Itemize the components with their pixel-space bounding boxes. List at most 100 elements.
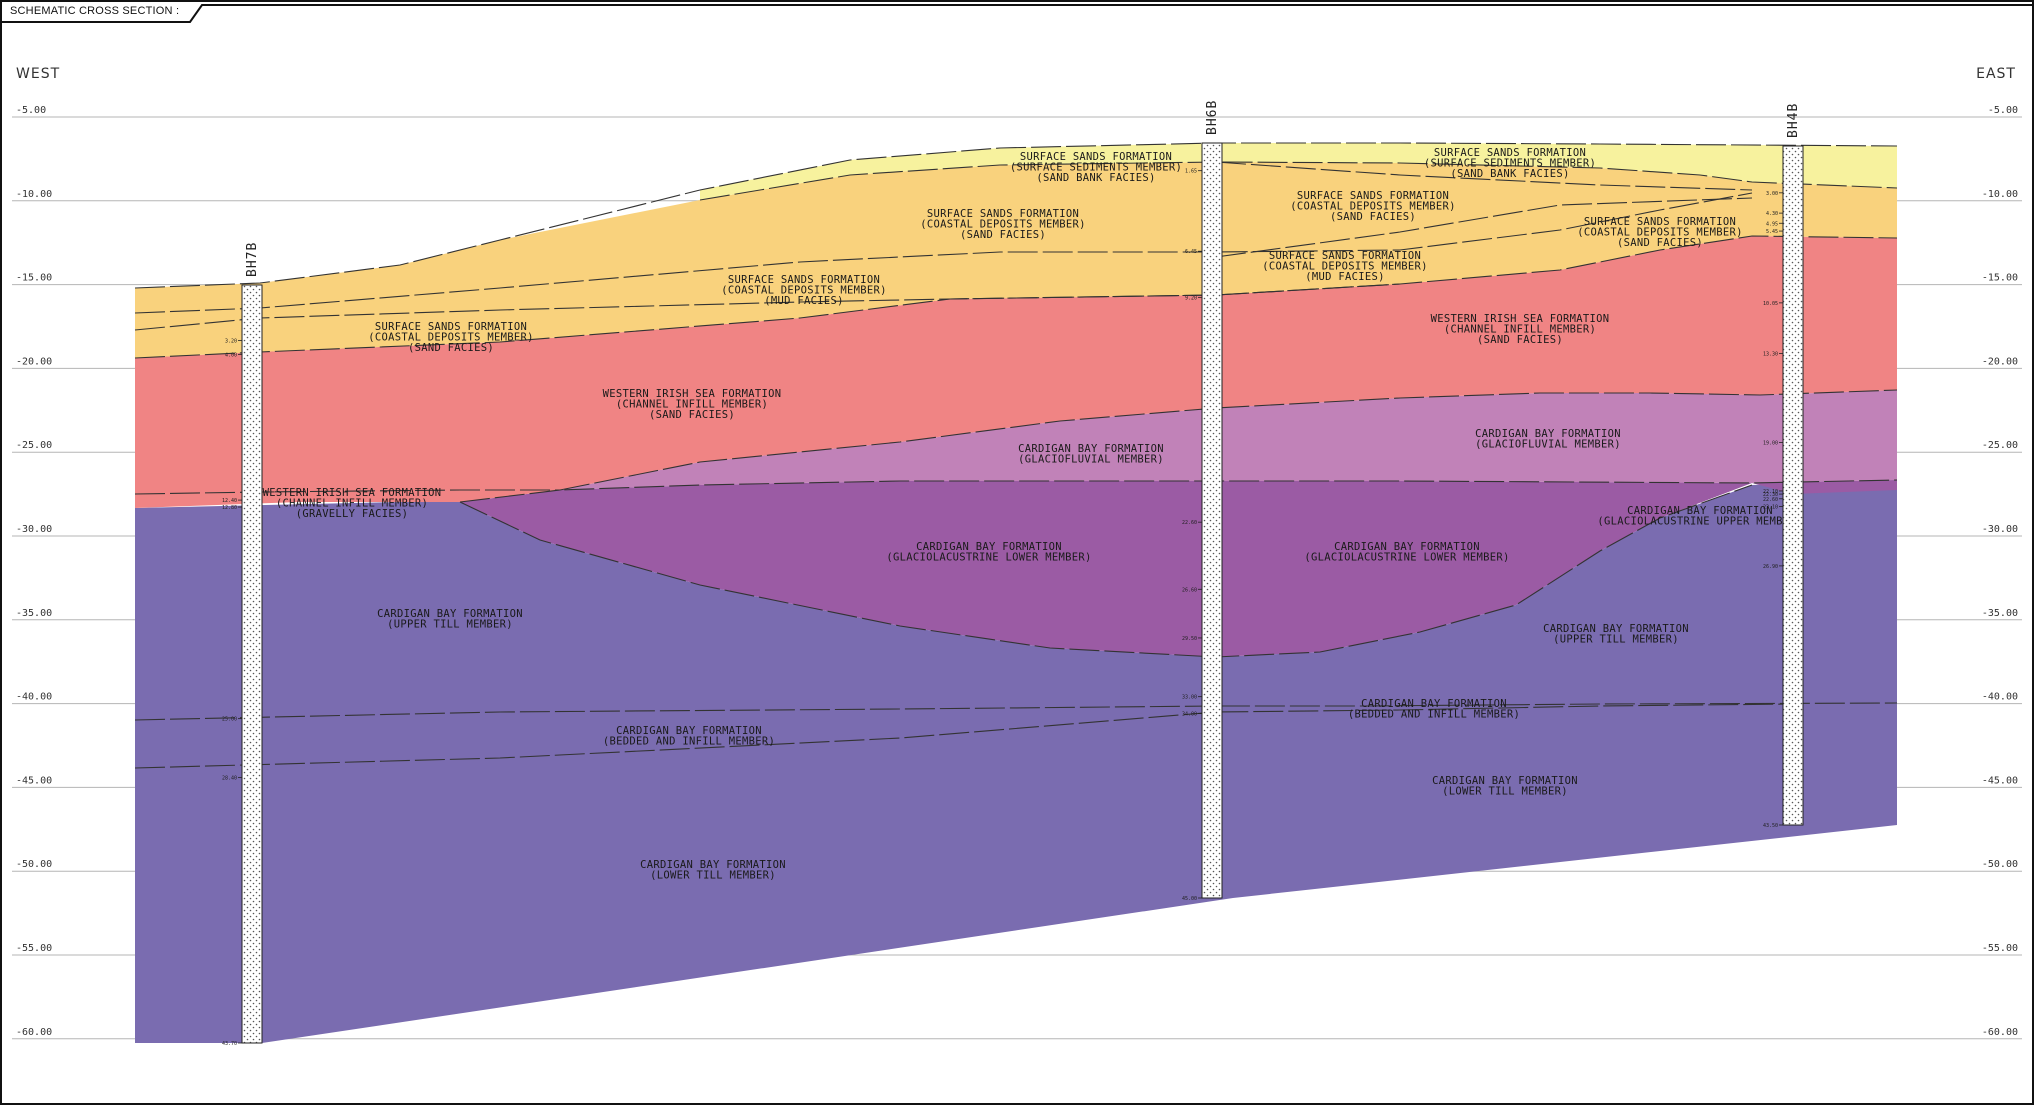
unit-label-ss-sed: SURFACE SANDS FORMATION(SURFACE SEDIMENT… [1010,151,1182,184]
boreholes: BH7B3.204.0012.4012.8025.0028.4043.70BH6… [222,100,1804,1047]
elevation-label: -60.00 [1982,1027,2018,1038]
unit-western-irish-sea [135,236,1897,508]
unit-label-ss-mud-e: SURFACE SANDS FORMATION(COASTAL DEPOSITS… [1262,250,1428,283]
depth-label: 5.45 [1766,229,1778,235]
boundary-wis-top [134,235,1898,359]
depth-label: 6.45 [1185,249,1197,255]
elevation-label: -20.00 [1982,356,2018,367]
boundary-glacio-top [459,479,1898,503]
depth-label: 33.00 [1182,695,1197,701]
depth-label: 9.20 [1185,295,1197,301]
elevation-label: -50.00 [16,859,52,870]
unit-label-gl-w: CARDIGAN BAY FORMATION(GLACIOLACUSTRINE … [886,541,1091,564]
elevation-label: -5.00 [1988,105,2018,116]
unit-surface-sands [135,162,1897,358]
elevation-label: -60.00 [16,1027,52,1038]
elevation-axis-right: -5.00 -10.00 -15.00 -20.00 -25.00 -30.00 -35.0… [1982,105,2018,1038]
unit-label-gl-upper: CARDIGAN BAY FORMATION(GLACIOLACUSTRINE … [1597,505,1802,528]
depth-label: 13.30 [1763,352,1778,358]
elevation-label: -25.00 [16,440,52,451]
borehole-bh6b: BH6B 1.65 6.45 9.20 22.60 26.60 29.50 33.00 34.0… [1182,100,1223,902]
unit-label-wis-e: WESTERN IRISH SEA FORMATION(CHANNEL INFI… [1431,313,1610,346]
boundary-glacio-base [459,484,1753,658]
borehole-bh4b: BH4B3.004.304.955.4510.0513.3019.0022.10… [1763,103,1804,829]
unit-labels: SURFACE SANDS FORMATION(SURFACE SEDIMENT… [263,147,1803,882]
unit-label-bi-w: CARDIGAN BAY FORMATION(BEDDED AND INFILL… [603,725,775,748]
unit-upper-till [135,480,1897,722]
unit-label-bi-e: CARDIGAN BAY FORMATION(BEDDED AND INFILL… [1348,698,1520,721]
borehole-name: BH7B [245,242,260,277]
unit-surface-sediments [700,143,1897,200]
unit-label-ut-e: CARDIGAN BAY FORMATION(UPPER TILL MEMBER… [1543,623,1689,646]
elevation-label: -15.00 [1982,273,2018,284]
borehole-name: BH4B [1786,103,1801,138]
unit-glaciofluvial [560,390,1897,490]
elevation-label: -35.00 [16,608,52,619]
depth-label: 29.50 [1182,636,1197,642]
depth-label: 45.00 [1182,896,1197,902]
depth-label: 3.20 [225,339,237,345]
elevation-label: -45.00 [16,775,52,786]
elevation-label: -40.00 [16,692,52,703]
elevation-label: -45.00 [1982,775,2018,786]
depth-label: 23.10 [1763,505,1778,511]
borehole-column [241,284,263,1044]
boundary-bedded-base [134,703,1794,769]
depth-label: 43.50 [1763,823,1778,829]
unit-label-ut-w: CARDIGAN BAY FORMATION(UPPER TILL MEMBER… [377,608,523,631]
elevation-label: -55.00 [1982,943,2018,954]
elevation-label: -30.00 [1982,524,2018,535]
depth-label: 22.30 [1763,492,1778,498]
unit-label-wis-w: WESTERN IRISH SEA FORMATION(CHANNEL INFI… [603,388,782,421]
depth-label: 25.00 [222,717,237,723]
elevation-label: -10.00 [1982,189,2018,200]
unit-label-gl-e: CARDIGAN BAY FORMATION(GLACIOLACUSTRINE … [1304,541,1509,564]
unit-label-ss-coast-w: SURFACE SANDS FORMATION(COASTAL DEPOSITS… [368,321,534,354]
borehole-column [1201,142,1223,899]
boundary-gravelly [134,489,560,495]
depth-label: 34.00 [1182,711,1197,717]
depth-label: 10.05 [1763,301,1778,307]
depth-label: 19.00 [1763,441,1778,447]
depth-label: 12.80 [222,505,237,511]
depth-label: 22.10 [1763,489,1778,495]
unit-label-ss-sed-e: SURFACE SANDS FORMATION(SURFACE SEDIMENT… [1424,147,1596,180]
unit-label-ss-coast-mid: SURFACE SANDS FORMATION(COASTAL DEPOSITS… [920,208,1086,241]
elevation-label: -20.00 [16,356,52,367]
boundary-lines [134,142,1898,769]
borehole-name: BH6B [1205,100,1220,135]
unit-label-lt-w: CARDIGAN BAY FORMATION(LOWER TILL MEMBER… [640,859,786,882]
depth-label: 1.65 [1185,169,1197,175]
east-label: EAST [1976,66,2016,82]
boundary-coastal-2 [134,192,1753,314]
depth-label: 3.00 [1766,191,1778,197]
boundary-coastal-3 [1215,197,1753,258]
title-tab-outline [1,4,2034,23]
boundary-top [134,142,1898,289]
depth-label: 28.40 [222,776,237,782]
elevation-label: -10.00 [16,189,52,200]
elevation-label: -15.00 [16,273,52,284]
elevation-label: -35.00 [1982,608,2018,619]
unit-label-gf-w: CARDIGAN BAY FORMATION(GLACIOFLUVIAL MEM… [1018,443,1164,466]
unit-lower-till [135,703,1897,1043]
elevation-axis-left: -5.00-10.00-15.00-20.00-25.00-30.00-35.0… [16,105,52,1038]
depth-label: 26.60 [1182,587,1197,593]
west-label: WEST [16,66,61,82]
depth-label: 22.60 [1182,520,1197,526]
boundary-upper-till-base [134,702,1898,721]
depth-label: 12.40 [222,498,237,504]
depth-label: 4.95 [1766,221,1778,227]
elevation-label: -40.00 [1982,692,2018,703]
unit-label-gf-e: CARDIGAN BAY FORMATION(GLACIOFLUVIAL MEM… [1475,428,1621,451]
elevation-label: -5.00 [16,105,46,116]
depth-label: 26.90 [1763,564,1778,570]
elevation-label: -25.00 [1982,440,2018,451]
unit-label-lt-e: CARDIGAN BAY FORMATION(LOWER TILL MEMBER… [1432,775,1578,798]
unit-label-ss-coast-e: SURFACE SANDS FORMATION(COASTAL DEPOSITS… [1290,190,1456,223]
depth-label: 22.60 [1763,497,1778,503]
borehole-column [1782,145,1804,826]
